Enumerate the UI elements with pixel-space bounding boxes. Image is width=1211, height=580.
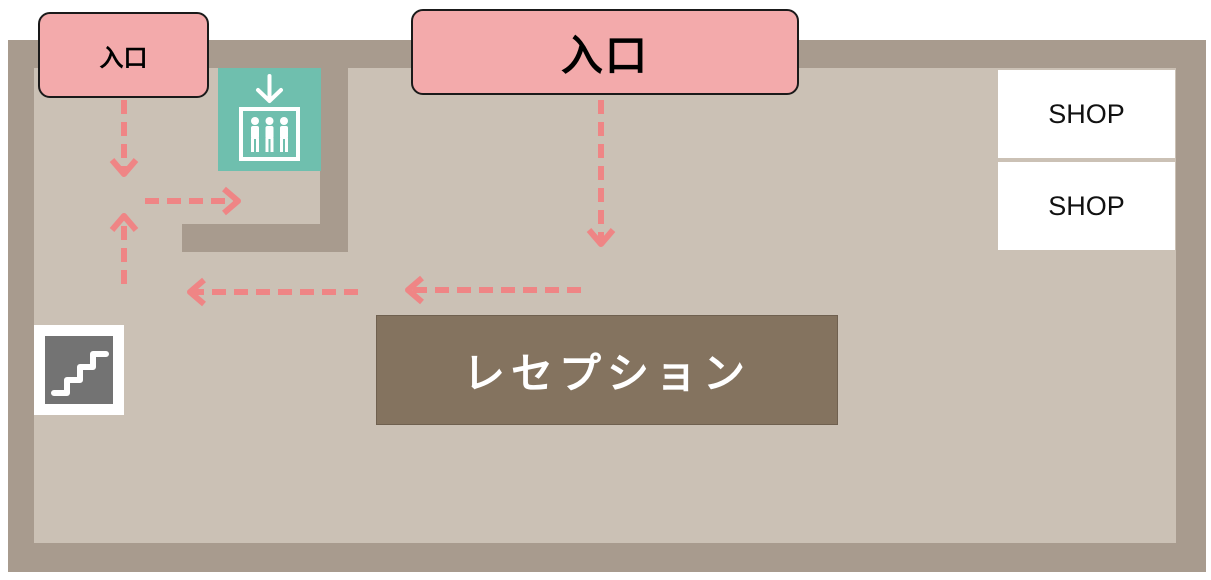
arrow-toward-stairs-left — [187, 277, 358, 307]
arrow-side-entrance-down — [109, 100, 139, 177]
entrance-side-label: 入口 — [99, 43, 148, 72]
reception-desk: レセプション — [376, 315, 838, 425]
inner-wall-horizontal — [182, 224, 348, 252]
arrow-to-elevator — [145, 186, 241, 216]
inner-wall-vertical — [320, 68, 348, 252]
entrance-main-label: 入口 — [560, 30, 649, 80]
arrow-from-stairs-up — [109, 213, 139, 284]
stairs-icon — [34, 325, 124, 415]
entrance-side: 入口 — [38, 12, 209, 98]
shop-2-label: SHOP — [1048, 190, 1125, 221]
elevator-icon — [218, 68, 321, 171]
entrance-main: 入口 — [411, 9, 799, 95]
reception-label: レセプション — [462, 348, 751, 398]
arrow-main-entrance-down — [586, 100, 616, 247]
shop-1: SHOP — [998, 70, 1175, 158]
arrow-toward-reception-left — [405, 275, 581, 305]
shop-1-label: SHOP — [1048, 98, 1125, 129]
shop-2: SHOP — [998, 162, 1175, 250]
